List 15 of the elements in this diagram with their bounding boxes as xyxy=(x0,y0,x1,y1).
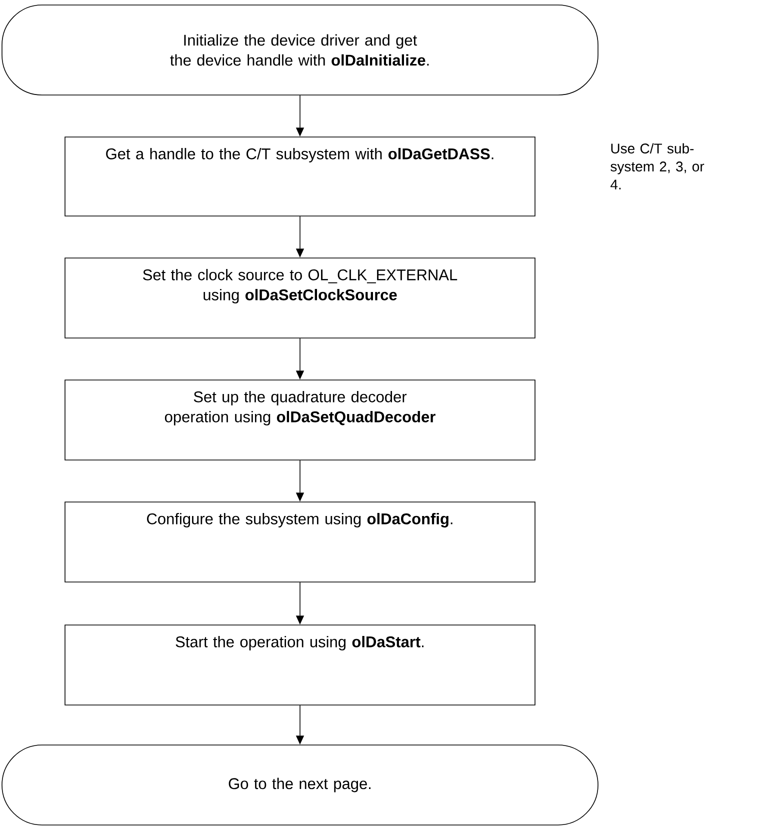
step-text: Configure the subsystem using olDaConfig. xyxy=(147,512,452,528)
side-note: Use C/T sub-system 2, 3, or 4. xyxy=(610,143,704,190)
process-box xyxy=(64,502,536,582)
process-box xyxy=(64,136,536,216)
process-box xyxy=(64,380,536,460)
terminal-shape xyxy=(2,744,598,826)
step-text: Go to the next page. xyxy=(228,778,370,792)
step-text: Get a handle to the C/T subsystem with olDaGetDASS. xyxy=(106,148,494,162)
step-text: Initialize the device driver and get the device handle with olDaInitialize. xyxy=(170,34,429,66)
step-text: Start the operation using olDaStart. xyxy=(176,636,424,650)
step-text: Set up the quadrature decoder operation using olDaSetQuadDecoder xyxy=(164,390,436,426)
terminal-shape xyxy=(2,4,598,96)
process-box xyxy=(64,624,536,706)
step-text: Set the clock source to OL_CLK_EXTERNAL using olDaSetClockSource xyxy=(143,268,458,304)
process-box xyxy=(64,258,536,338)
